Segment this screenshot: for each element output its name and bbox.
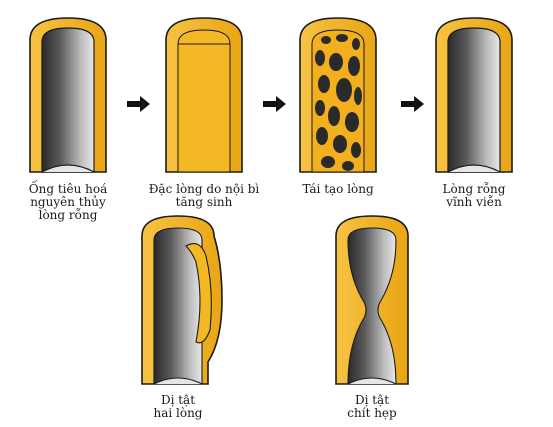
stage-label-primitive: Ống tiêu hoá nguyên thủy lòng rỗng — [10, 183, 126, 222]
stage-label-solid: Đặc lòng do nội bì tăng sinh — [136, 183, 272, 209]
arrow-icon — [263, 96, 286, 112]
tube-double-lumen — [142, 216, 222, 384]
defect-label-stenosis: Dị tật chít hẹp — [322, 394, 422, 420]
tube-primitive-hollow — [30, 18, 106, 172]
stage-label-permanent: Lòng rỗng vĩnh viễn — [420, 183, 528, 209]
tube-recanalization — [300, 18, 376, 172]
tube-solid-lumen — [166, 18, 242, 172]
defect-label-double-lumen: Dị tật hai lòng — [128, 394, 228, 420]
stage-label-recanalization: Tái tạo lòng — [284, 183, 392, 196]
arrow-icon — [401, 96, 424, 112]
arrow-icon — [127, 96, 150, 112]
tube-stenosis — [336, 216, 408, 384]
tube-permanent-hollow — [436, 18, 512, 172]
